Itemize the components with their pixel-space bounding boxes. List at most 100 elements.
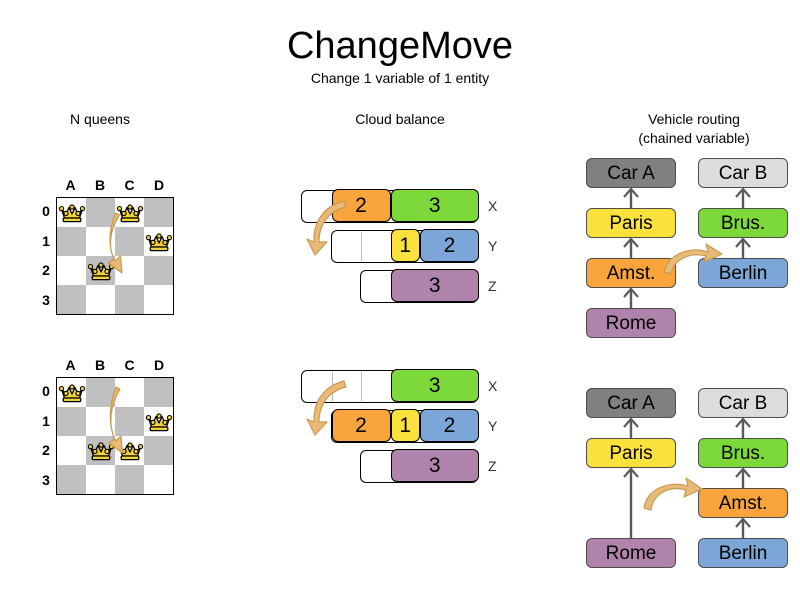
chessboard [56, 197, 174, 315]
vrp-chain-b-node[interactable]: Brus. [698, 438, 788, 468]
vrp-chain-a-node[interactable]: Car A [586, 158, 676, 188]
board-cell-D1[interactable] [144, 407, 173, 436]
chain-connector [623, 287, 639, 308]
vrp-chain-a-node[interactable]: Rome [586, 308, 676, 338]
board-row-label-0: 0 [42, 203, 50, 219]
column-header-vehicle-routing: Vehicle routing (chained variable) [588, 110, 800, 148]
vrp-header-line2: (chained variable) [638, 130, 750, 146]
board-column-label-C: C [124, 357, 135, 373]
process-block[interactable]: 2 [420, 409, 479, 443]
vrp-move-arrow [662, 243, 728, 280]
computer-bar-Z[interactable]: 3 [360, 269, 479, 303]
board-cell-B3[interactable] [86, 285, 115, 314]
process-block[interactable]: 3 [390, 369, 479, 403]
board-cell-C1[interactable] [115, 407, 144, 436]
board-row-label-0: 0 [42, 383, 50, 399]
vrp-chain-a-node[interactable]: Rome [586, 538, 676, 568]
vrp-chain-a-node[interactable]: Car A [586, 388, 676, 418]
board-cell-C3[interactable] [115, 285, 144, 314]
board-row-label-3: 3 [42, 471, 50, 488]
board-cell-A3[interactable] [57, 285, 86, 314]
vrp-chain-b-node[interactable]: Car B [698, 388, 788, 418]
board-cell-C1[interactable] [115, 227, 144, 256]
board-column-label-D: D [153, 357, 165, 373]
board-cell-B3[interactable] [86, 465, 115, 494]
queen-piece[interactable] [145, 411, 172, 433]
vrp-move-arrow [642, 477, 708, 516]
board-cell-A0[interactable] [57, 198, 86, 227]
column-header-nqueens: N queens [70, 111, 130, 127]
process-block[interactable]: 3 [390, 189, 479, 223]
board-cell-D0[interactable] [144, 198, 173, 227]
chain-connector [735, 417, 751, 438]
page-title: ChangeMove [286, 25, 514, 67]
queen-piece[interactable] [145, 231, 172, 253]
computer-bar-Z[interactable]: 3 [360, 449, 479, 483]
board-cell-A3[interactable] [57, 465, 86, 494]
nqueens-move-arrow [106, 385, 134, 459]
vrp-chain-b-node[interactable]: Brus. [698, 208, 788, 238]
cloud-move-arrow [304, 198, 360, 262]
board-cell-D2[interactable] [144, 436, 173, 465]
vrp-chain-b-node[interactable]: Amst. [698, 488, 788, 518]
board-cell-D3[interactable] [144, 465, 173, 494]
vrp-header-line1: Vehicle routing [648, 111, 740, 127]
board-row-label-3: 3 [42, 291, 50, 308]
page-subtitle: Change 1 variable of 1 entity [310, 70, 490, 86]
board-cell-D2[interactable] [144, 256, 173, 285]
process-block[interactable]: 1 [390, 409, 420, 443]
process-block[interactable]: 3 [390, 269, 479, 303]
vrp-chain-a-node[interactable]: Paris [586, 208, 676, 238]
board-row-label-2: 2 [42, 262, 50, 278]
chain-connector [623, 237, 639, 258]
computer-label-Y: Y [488, 418, 498, 434]
board-cell-A2[interactable] [57, 256, 86, 285]
chain-connector [735, 187, 751, 208]
board-cell-D0[interactable] [144, 378, 173, 407]
computer-slot-divider [361, 232, 362, 261]
board-column-label-B: B [94, 177, 106, 193]
vrp-chain-b-node[interactable]: Berlin [698, 538, 788, 568]
process-block[interactable]: 1 [390, 229, 420, 263]
board-cell-D1[interactable] [144, 227, 173, 256]
board-column-label-A: A [65, 177, 76, 193]
nqueens-move-arrow [106, 211, 134, 281]
vrp-chain-a-node[interactable]: Paris [586, 438, 676, 468]
board-row-label-1: 1 [42, 232, 50, 249]
chain-connector [735, 467, 751, 488]
board-column-label-D: D [153, 177, 165, 193]
process-block[interactable]: 3 [390, 449, 479, 483]
board-cell-C3[interactable] [115, 465, 144, 494]
chain-connector [623, 417, 639, 438]
board-column-label-A: A [65, 357, 76, 373]
board-cell-B0[interactable] [86, 378, 115, 407]
nqueens-board-before: A B C D 0 1 2 3 [10, 175, 180, 330]
process-block[interactable]: 2 [331, 409, 391, 443]
queen-piece[interactable] [58, 202, 85, 224]
computer-label-X: X [488, 198, 498, 214]
board-cell-D3[interactable] [144, 285, 173, 314]
chain-connector [623, 187, 639, 208]
board-cell-A0[interactable] [57, 378, 86, 407]
board-column-label-C: C [124, 177, 135, 193]
board-cell-A1[interactable] [57, 407, 86, 436]
board-row-label-1: 1 [42, 412, 50, 429]
vrp-chain-b-node[interactable]: Car B [698, 158, 788, 188]
board-cell-B0[interactable] [86, 198, 115, 227]
queen-piece[interactable] [58, 382, 85, 404]
chain-connector [735, 517, 751, 538]
board-cell-A1[interactable] [57, 227, 86, 256]
process-block[interactable]: 2 [420, 229, 479, 263]
computer-label-Z: Z [488, 458, 497, 474]
chain-connector [623, 467, 639, 538]
board-cell-A2[interactable] [57, 436, 86, 465]
vrp-chain-b-node[interactable]: Berlin [698, 258, 788, 288]
board-cell-C0[interactable] [115, 378, 144, 407]
computer-label-Z: Z [488, 278, 497, 294]
board-row-label-2: 2 [42, 442, 50, 458]
